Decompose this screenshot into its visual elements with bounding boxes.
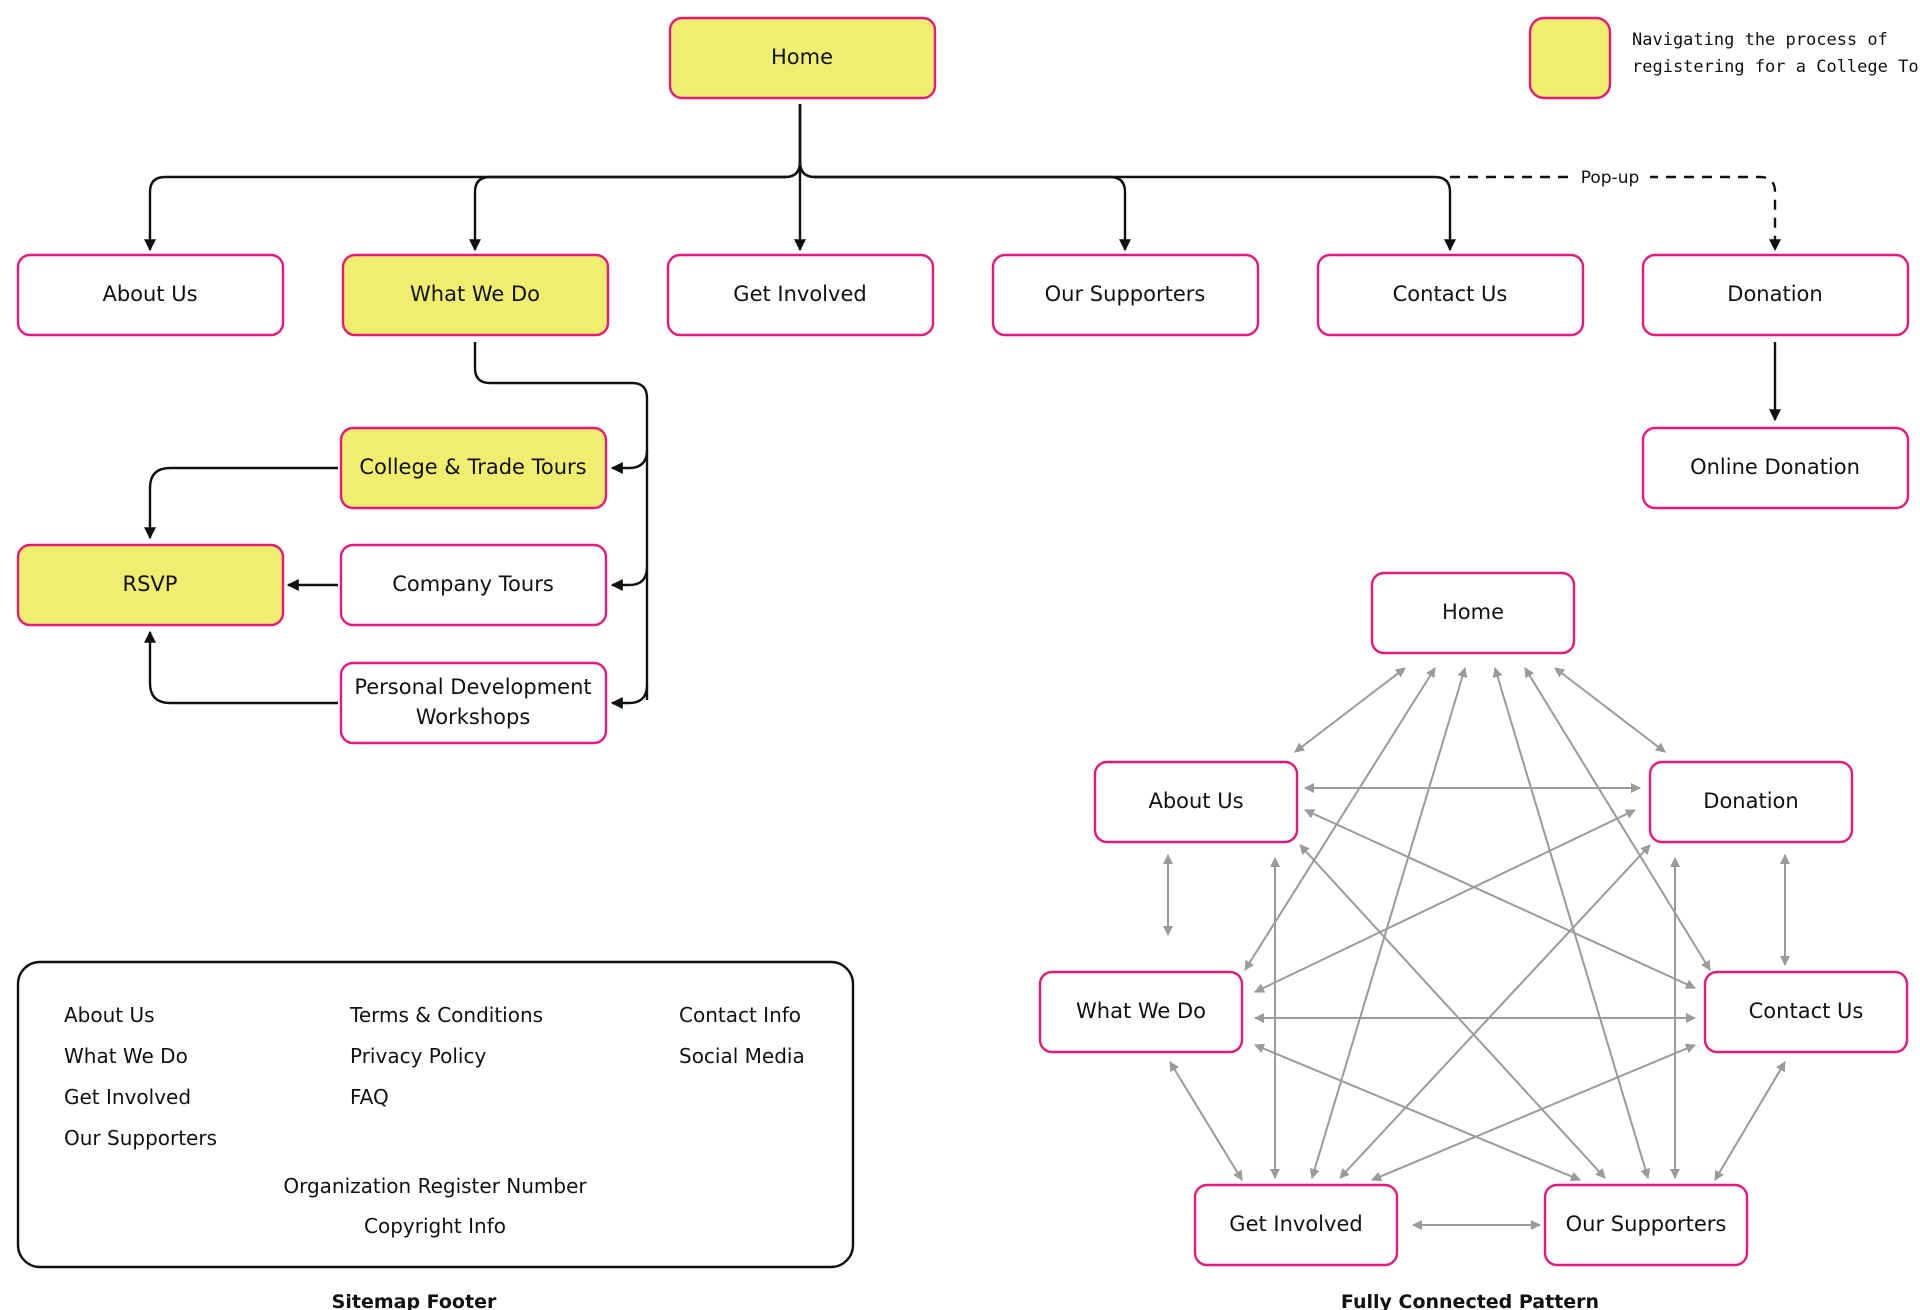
sitemap-footer: About Us What We Do Get Involved Our Sup… <box>16 960 855 1269</box>
popup-label-bg <box>1570 164 1650 190</box>
sitemap-connectors: Pop-up <box>144 104 1781 709</box>
mesh-supporters: Our Supporters <box>1543 1183 1749 1267</box>
sitemap-personal: Personal Development Workshops <box>339 661 608 745</box>
mesh-edge-what-involved <box>1169 1061 1243 1181</box>
sitemap-home: Home <box>668 16 937 100</box>
footer-link-terms: Terms & Conditions <box>349 1003 543 1027</box>
sitemap-donation: Donation <box>1641 253 1910 337</box>
sitemap-rsvp-label: RSVP <box>123 572 178 596</box>
mesh-contact-label: Contact Us <box>1749 999 1864 1023</box>
sitemap-college: College & Trade Tours <box>339 426 608 510</box>
legend: Navigating the process of registering fo… <box>1528 16 1920 100</box>
sitemap-rsvp: RSVP <box>16 543 285 627</box>
footer-link-about: About Us <box>64 1003 155 1027</box>
mesh-supporters-label: Our Supporters <box>1566 1212 1727 1236</box>
connector-home-what <box>469 104 802 252</box>
connector-personal-rsvp <box>144 630 338 705</box>
connector-home-contact <box>798 161 1456 252</box>
footer-copyright: Copyright Info <box>364 1214 506 1238</box>
sitemap-what-label: What We Do <box>410 282 540 306</box>
mesh-connectors <box>1163 667 1790 1230</box>
mesh-donation: Donation <box>1648 760 1854 844</box>
mesh-home: Home <box>1370 571 1576 655</box>
sitemap-donation-label: Donation <box>1727 282 1822 306</box>
mesh-involved-label: Get Involved <box>1229 1212 1362 1236</box>
mesh-about: About Us <box>1093 760 1299 844</box>
mesh-home-label: Home <box>1442 600 1504 624</box>
sitemap-contact-label: Contact Us <box>1393 282 1508 306</box>
footer-register-number: Organization Register Number <box>283 1174 587 1198</box>
connector-home-supporters <box>798 161 1131 252</box>
mesh-edge-contact-involved <box>1371 1043 1696 1182</box>
sitemap-supporters: Our Supporters <box>991 253 1260 337</box>
sitemap-about: About Us <box>16 253 285 337</box>
sitemap-personal-label-2: Workshops <box>416 705 531 729</box>
mesh-donation-label: Donation <box>1703 789 1798 813</box>
mesh-what: What We Do <box>1038 970 1244 1054</box>
sitemap-supporters-label: Our Supporters <box>1045 282 1206 306</box>
footer-link-privacy: Privacy Policy <box>350 1044 486 1068</box>
mesh-edge-donation-what <box>1254 809 1636 993</box>
sitemap-company-label: Company Tours <box>392 572 554 596</box>
sitemap-involved: Get Involved <box>666 253 935 337</box>
footer-link-contact-info: Contact Info <box>679 1003 801 1027</box>
footer-link-faq: FAQ <box>350 1085 389 1109</box>
footer-link-supporters: Our Supporters <box>64 1126 217 1150</box>
legend-line-2: registering for a College Tour <box>1632 57 1920 77</box>
connector-home-donation-popup <box>1450 175 1781 252</box>
legend-line-1: Navigating the process of <box>1632 30 1888 50</box>
mesh-edge-home-about <box>1294 667 1406 753</box>
connector-what-company <box>610 566 649 591</box>
mesh-about-label: About Us <box>1148 789 1243 813</box>
sitemap-company: Company Tours <box>339 543 608 627</box>
mesh-edge-home-donation <box>1554 667 1666 753</box>
mesh-edge-contact-supporters <box>1714 1061 1786 1181</box>
footer-link-social: Social Media <box>679 1044 805 1068</box>
connector-what-spine <box>473 342 649 700</box>
mesh-edge-about-contact <box>1304 809 1696 989</box>
sitemap-home-label: Home <box>771 45 833 69</box>
footer-link-what: What We Do <box>64 1044 188 1068</box>
caption-sitemap-footer: Sitemap Footer <box>332 1291 497 1310</box>
mesh-what-label: What We Do <box>1076 999 1206 1023</box>
footer-frame <box>16 960 855 1269</box>
legend-swatch <box>1528 16 1612 100</box>
connector-what-college <box>610 449 649 474</box>
connector-what-personal <box>610 684 649 709</box>
sitemap-online-donation-label: Online Donation <box>1690 455 1860 479</box>
sitemap-contact: Contact Us <box>1316 253 1585 337</box>
sitemap-about-label: About Us <box>102 282 197 306</box>
sitemap-college-label: College & Trade Tours <box>359 455 586 479</box>
sitemap-personal-label-1: Personal Development <box>354 675 591 699</box>
footer-link-involved: Get Involved <box>64 1085 191 1109</box>
sitemap-involved-label: Get Involved <box>733 282 866 306</box>
mesh-contact: Contact Us <box>1703 970 1909 1054</box>
sitemap-what: What We Do <box>341 253 610 337</box>
popup-label: Pop-up <box>1581 168 1640 188</box>
mesh-involved: Get Involved <box>1193 1183 1399 1267</box>
caption-fully-connected: Fully Connected Pattern <box>1341 1291 1599 1310</box>
connector-college-rsvp <box>144 466 338 540</box>
sitemap-online-donation: Online Donation <box>1641 426 1910 510</box>
